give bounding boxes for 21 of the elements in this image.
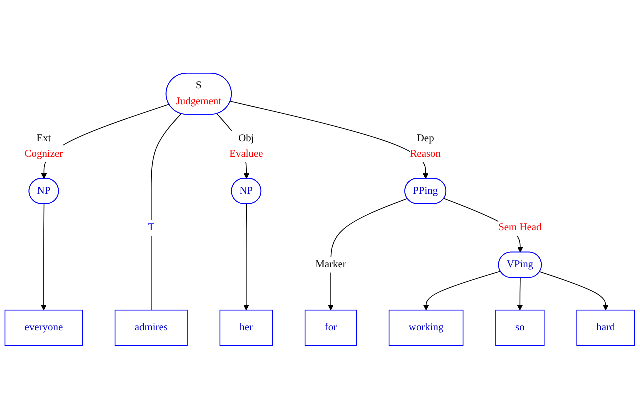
arrow xyxy=(328,198,408,311)
node-box: for xyxy=(304,310,358,346)
node-box: so xyxy=(496,310,545,346)
edge-label: Sem Head xyxy=(498,222,542,234)
arrow xyxy=(540,272,609,311)
node-box: her xyxy=(220,310,274,346)
arrow xyxy=(423,271,502,311)
edge-label: Marker xyxy=(316,259,346,270)
edge-label: Dep Reason xyxy=(410,132,441,160)
arrow xyxy=(230,101,429,180)
connector xyxy=(151,114,182,311)
node-box: admires xyxy=(114,310,188,346)
edge-label: T xyxy=(148,222,155,234)
edge-label: Obj Evaluee xyxy=(230,132,264,160)
edge-label: Ext Cognizer xyxy=(24,132,64,160)
arrow xyxy=(244,204,250,311)
node-box: hard xyxy=(576,310,636,346)
arrow xyxy=(41,204,47,311)
node-box: working xyxy=(388,310,464,346)
arrow xyxy=(517,278,524,311)
node-box: everyone xyxy=(4,310,84,346)
